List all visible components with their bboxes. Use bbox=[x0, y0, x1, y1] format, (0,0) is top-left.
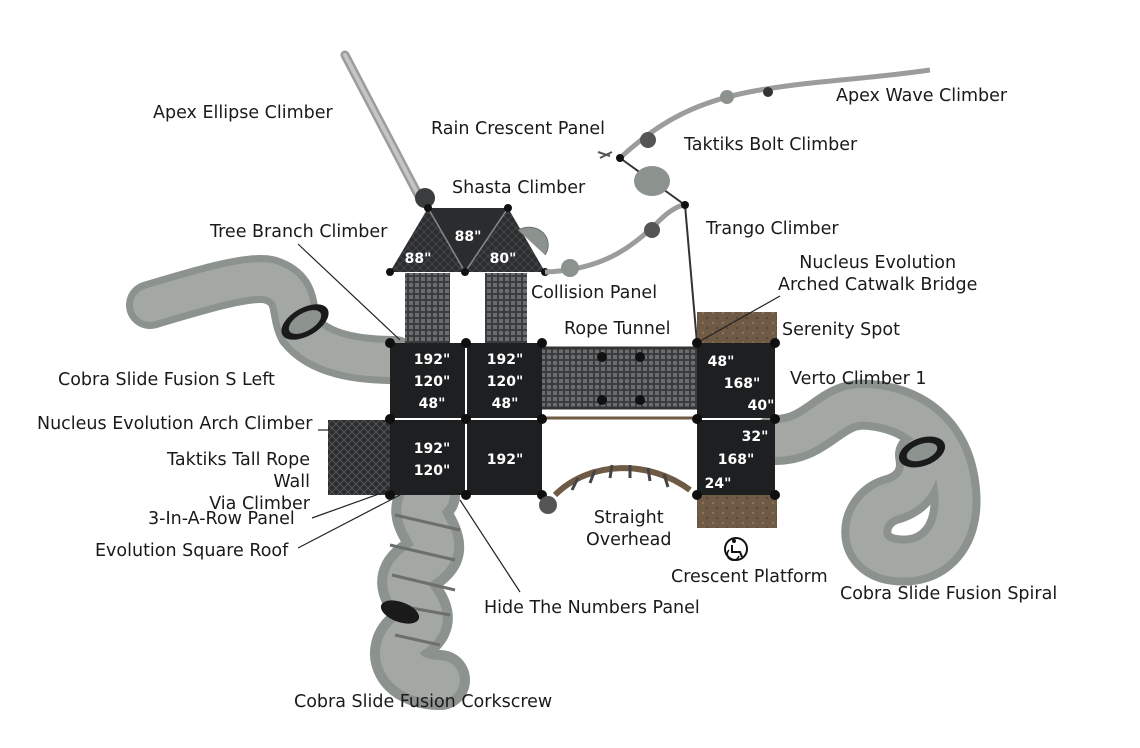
deck3-m1: 48" bbox=[708, 354, 735, 370]
deck1-m2: 120" bbox=[414, 374, 451, 390]
deck6-m3: 24" bbox=[705, 476, 732, 492]
deck1-m1: 192" bbox=[414, 352, 451, 368]
label-cobra-s-left: Cobra Slide Fusion S Left bbox=[58, 370, 275, 390]
label-nucleus-arch: Nucleus Evolution Arch Climber bbox=[37, 414, 313, 434]
deck2-m2: 120" bbox=[487, 374, 524, 390]
label-rope-tunnel: Rope Tunnel bbox=[564, 319, 671, 339]
deck1-m3: 48" bbox=[419, 396, 446, 412]
tree-branch-ladder bbox=[405, 273, 450, 343]
deck-3 bbox=[697, 343, 775, 418]
label-cobra-spiral: Cobra Slide Fusion Spiral bbox=[840, 584, 1058, 604]
cobra-slide-corkscrew bbox=[370, 465, 470, 710]
label-taktiks-bolt: Taktiks Bolt Climber bbox=[684, 135, 858, 155]
label-tree-branch: Tree Branch Climber bbox=[210, 222, 388, 242]
deck-1 bbox=[390, 343, 465, 418]
deck-grid bbox=[328, 338, 780, 514]
straight-overhead bbox=[552, 464, 692, 498]
deck2-m1: 192" bbox=[487, 352, 524, 368]
label-straight-overhead: Straight Overhead bbox=[586, 508, 672, 550]
deck-5 bbox=[467, 420, 542, 495]
apex-ellipse-climber bbox=[340, 50, 435, 208]
label-verto: Verto Climber 1 bbox=[790, 369, 927, 389]
crescent-platform-base bbox=[697, 490, 777, 528]
serenity-spot bbox=[697, 312, 777, 347]
label-three-in-row: 3-In-A-Row Panel bbox=[148, 509, 295, 529]
label-shasta: Shasta Climber bbox=[452, 178, 586, 198]
deck6-m1: 32" bbox=[742, 429, 769, 445]
cobra-slide-s-left bbox=[126, 255, 419, 384]
label-hide-numbers: Hide The Numbers Panel bbox=[484, 598, 700, 618]
label-collision: Collision Panel bbox=[531, 283, 658, 303]
deck-4 bbox=[390, 420, 465, 495]
label-nucleus-bridge: Nucleus Evolution Arched Catwalk Bridge bbox=[778, 253, 978, 295]
measure-roof-mid: 88" bbox=[455, 229, 482, 245]
deck2-m3: 48" bbox=[492, 396, 519, 412]
nucleus-arch-climber bbox=[328, 420, 390, 495]
hide-numbers-dial bbox=[539, 496, 557, 514]
measure-roof-left: 88" bbox=[405, 251, 432, 267]
deck4-m1: 192" bbox=[414, 441, 451, 457]
label-crescent-platform: Crescent Platform bbox=[671, 567, 828, 587]
cobra-slide-spiral bbox=[750, 379, 981, 586]
deck-2 bbox=[467, 343, 542, 418]
label-taktiks-tall: Taktiks Tall Rope Wall Via Climber bbox=[167, 450, 310, 514]
deck6-m2: 168" bbox=[718, 452, 755, 468]
label-apex-ellipse: Apex Ellipse Climber bbox=[153, 103, 333, 123]
label-cobra-corkscrew: Cobra Slide Fusion Corkscrew bbox=[294, 692, 553, 712]
shasta-roof bbox=[386, 204, 549, 276]
deck4-m2: 120" bbox=[414, 463, 451, 479]
label-evolution-roof: Evolution Square Roof bbox=[95, 541, 289, 561]
deck3-m3: 40" bbox=[748, 398, 775, 414]
overhead-rope-climbers bbox=[544, 67, 931, 344]
label-trango: Trango Climber bbox=[706, 219, 839, 239]
label-apex-wave: Apex Wave Climber bbox=[836, 86, 1008, 106]
label-rain-crescent: Rain Crescent Panel bbox=[431, 119, 606, 139]
deck-6 bbox=[697, 420, 775, 495]
collision-ladder bbox=[485, 273, 527, 343]
rope-tunnel bbox=[542, 348, 697, 408]
wheelchair-icon bbox=[724, 537, 748, 562]
deck3-m2: 168" bbox=[724, 376, 761, 392]
measure-roof-right: 80" bbox=[490, 251, 517, 267]
deck5-m1: 192" bbox=[487, 452, 524, 468]
label-serenity: Serenity Spot bbox=[782, 320, 900, 340]
leader-lines bbox=[297, 243, 781, 593]
